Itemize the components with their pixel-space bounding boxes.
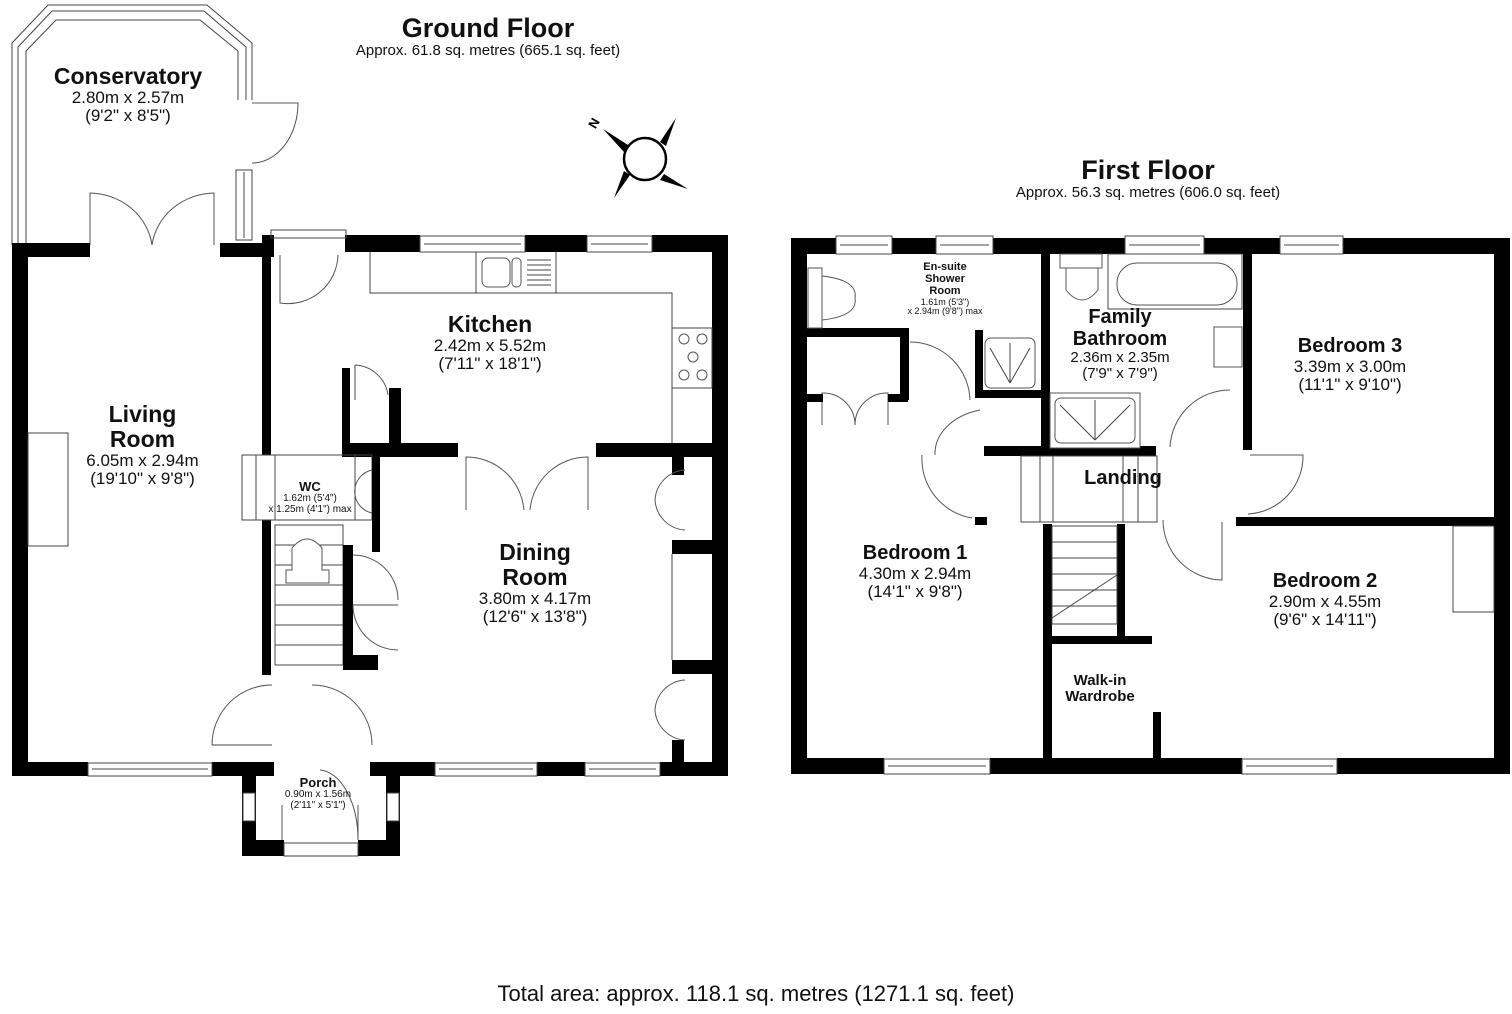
first-floor-area: Approx. 56.3 sq. metres (606.0 sq. feet): [1015, 184, 1281, 202]
room-kitchen: Kitchen 2.42m x 5.52m (7'11" x 18'1"): [400, 312, 580, 374]
first-floor-title: First Floor: [1081, 155, 1215, 185]
room-metric: 2.36m x 2.35m: [1070, 349, 1170, 367]
room-metric: 4.30m x 2.94m: [858, 563, 972, 583]
room-porch: Porch 0.90m x 1.56m (2'11" x 5'1"): [270, 775, 366, 812]
room-name: Kitchen: [447, 311, 533, 337]
room-name-line1: En-suite: [923, 261, 967, 273]
hob-icon: [678, 333, 708, 381]
room-name: Bedroom 2: [1272, 570, 1378, 592]
room-dining-room: Dining Room 3.80m x 4.17m (12'6" x 13'8"…: [445, 540, 625, 626]
room-size-line1: 1.62m (5'4"): [283, 493, 337, 505]
room-bedroom-1: Bedroom 1 4.30m x 2.94m (14'1" x 9'8"): [840, 542, 990, 601]
room-bedroom-2: Bedroom 2 2.90m x 4.55m (9'6" x 14'11"): [1250, 570, 1400, 629]
room-name: Bedroom 3: [1297, 335, 1403, 357]
room-name-line2: Wardrobe: [1065, 688, 1135, 706]
stair-treads-first: [1051, 541, 1118, 619]
room-imperial: (9'6" x 14'11"): [1273, 609, 1377, 629]
room-name-line2: Room: [502, 563, 568, 590]
ground-floor-title: Ground Floor: [401, 13, 575, 43]
room-wc: WC 1.62m (5'4") x 1.25m (4'1") max: [268, 479, 352, 516]
room-imperial: (2'11" x 5'1"): [290, 799, 346, 811]
room-imperial: (12'6" x 13'8"): [482, 607, 588, 627]
room-size-line2: x 2.94m (9'8") max: [907, 306, 983, 317]
room-metric: 2.42m x 5.52m: [433, 335, 547, 355]
room-ensuite-shower-room: En-suite Shower Room 1.61m (5'3") x 2.94…: [885, 261, 1005, 317]
room-imperial: (7'9" x 7'9"): [1082, 365, 1158, 383]
room-name-line1: Dining: [499, 539, 571, 565]
compass-rose-icon: N: [585, 115, 688, 198]
room-size-line1: 1.61m (5'3"): [920, 296, 970, 307]
room-metric: 2.80m x 2.57m: [71, 87, 185, 107]
room-name-line1: Walk-in: [1073, 672, 1127, 689]
compass-north-label: N: [585, 115, 603, 131]
first-floor-heading: First Floor Approx. 56.3 sq. metres (606…: [990, 155, 1306, 202]
room-name-line3: Room: [929, 284, 961, 297]
room-name: Porch: [299, 775, 337, 790]
room-name-line2: Bathroom: [1072, 327, 1168, 350]
room-metric: 0.90m x 1.56m: [284, 789, 352, 801]
room-name-line1: Family: [1088, 306, 1152, 328]
ground-floor-heading: Ground Floor Approx. 61.8 sq. metres (66…: [330, 13, 646, 60]
room-name: Bedroom 1: [862, 542, 968, 564]
first-floor-plan: [791, 235, 1510, 775]
room-name-line2: Room: [109, 425, 176, 452]
room-metric: 3.39m x 3.00m: [1293, 356, 1407, 376]
ground-floor-plan: [11, 4, 728, 857]
room-bedroom-3: Bedroom 3 3.39m x 3.00m (11'1" x 9'10"): [1280, 335, 1420, 394]
ground-floor-area: Approx. 61.8 sq. metres (665.1 sq. feet): [355, 42, 621, 60]
room-landing: Landing: [1060, 467, 1186, 490]
bath-toilet-icon: [1059, 253, 1103, 301]
room-imperial: (11'1" x 9'10"): [1298, 374, 1402, 394]
room-conservatory: Conservatory 2.80m x 2.57m (9'2" x 8'5"): [28, 64, 228, 126]
room-family-bathroom: Family Bathroom 2.36m x 2.35m (7'9" x 7'…: [1060, 306, 1180, 383]
room-name: WC: [299, 479, 321, 494]
conservatory-frame: [11, 4, 299, 246]
room-name: Landing: [1084, 467, 1162, 489]
room-name-line2: Shower: [925, 272, 965, 285]
room-imperial: (19'10" x 9'8"): [90, 469, 195, 489]
room-size-line2: x 1.25m (4'1") max: [268, 503, 352, 515]
drainer-lines: [527, 259, 551, 286]
room-metric: 2.90m x 4.55m: [1268, 591, 1382, 611]
room-imperial: (7'11" x 18'1"): [438, 354, 542, 374]
room-metric: 6.05m x 2.94m: [86, 450, 199, 470]
room-name: Conservatory: [53, 63, 203, 89]
total-area: Total area: approx. 118.1 sq. metres (12…: [497, 981, 1015, 1006]
room-imperial: (14'1" x 9'8"): [867, 581, 963, 601]
wc-toilet-icon: [285, 538, 330, 584]
ensuite-toilet-icon: [807, 267, 856, 329]
room-walk-in-wardrobe: Walk-in Wardrobe: [1048, 672, 1152, 706]
room-metric: 3.80m x 4.17m: [478, 588, 592, 608]
room-name-line1: Living: [108, 401, 177, 427]
room-living-room: Living Room 6.05m x 2.94m (19'10" x 9'8"…: [60, 402, 225, 488]
room-imperial: (9'2" x 8'5"): [85, 106, 171, 126]
